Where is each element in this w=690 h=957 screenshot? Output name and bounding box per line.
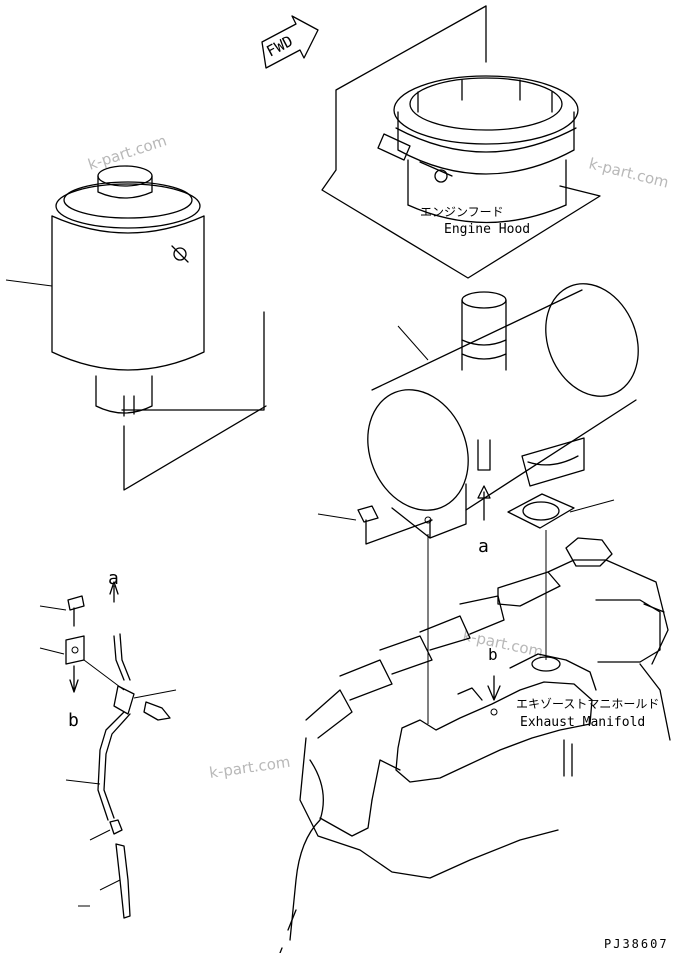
exhaust-gasket [507, 493, 615, 529]
watermark: k-part.com [86, 131, 169, 173]
muffler: a [367, 283, 639, 557]
engine-hood-ring: エンジンフード Engine Hood [321, 5, 601, 279]
watermark: k-part.com [587, 154, 671, 191]
arrow-label-b-left: b [68, 710, 79, 731]
arrow-label-b: b [488, 645, 498, 664]
engine-block: b エキゾーストマニホールド Exhaust Manifold [279, 537, 671, 954]
engine-hood-en: Engine Hood [444, 222, 530, 237]
arrow-label-a: a [478, 536, 489, 557]
drawing-number: PJ38607 [604, 937, 669, 951]
exhaust-manifold-jp: エキゾーストマニホールド [516, 697, 659, 711]
watermark: k-part.com [208, 753, 291, 782]
pre-cleaner-canister [5, 165, 267, 491]
fwd-label: FWD [263, 32, 295, 61]
drain-pipe-assembly: a b [39, 568, 177, 919]
fwd-arrow: FWD [261, 15, 319, 69]
engine-hood-jp: エンジンフード [420, 205, 504, 219]
exhaust-manifold-en: Exhaust Manifold [520, 715, 645, 730]
arrow-label-a-left: a [108, 568, 119, 589]
muffler-bolt [317, 505, 433, 545]
watermark: k-part.com [461, 626, 545, 661]
